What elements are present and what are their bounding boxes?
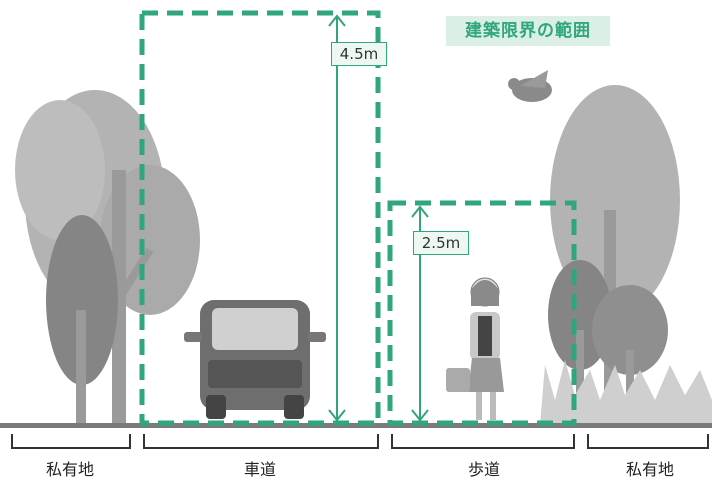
pedestrian bbox=[446, 277, 504, 420]
zone-label-roadway: 車道 bbox=[243, 460, 276, 479]
zone-brackets bbox=[11, 434, 709, 449]
grass bbox=[540, 360, 712, 425]
car bbox=[184, 300, 326, 419]
zone-label-private-left: 私有地 bbox=[45, 460, 94, 479]
roadway-height-label: 4.5m bbox=[331, 42, 387, 66]
ground-line bbox=[0, 423, 712, 428]
roadway-height-arrow bbox=[328, 14, 346, 422]
left-small-tree bbox=[46, 215, 118, 425]
bird bbox=[508, 70, 552, 102]
zone-label-sidewalk: 歩道 bbox=[467, 460, 500, 479]
sidewalk-height-label: 2.5m bbox=[413, 231, 469, 255]
title-label: 建築限界の範囲 bbox=[446, 16, 610, 46]
zone-label-private-right: 私有地 bbox=[625, 460, 674, 479]
roadway-clearance-outline bbox=[139, 10, 381, 426]
